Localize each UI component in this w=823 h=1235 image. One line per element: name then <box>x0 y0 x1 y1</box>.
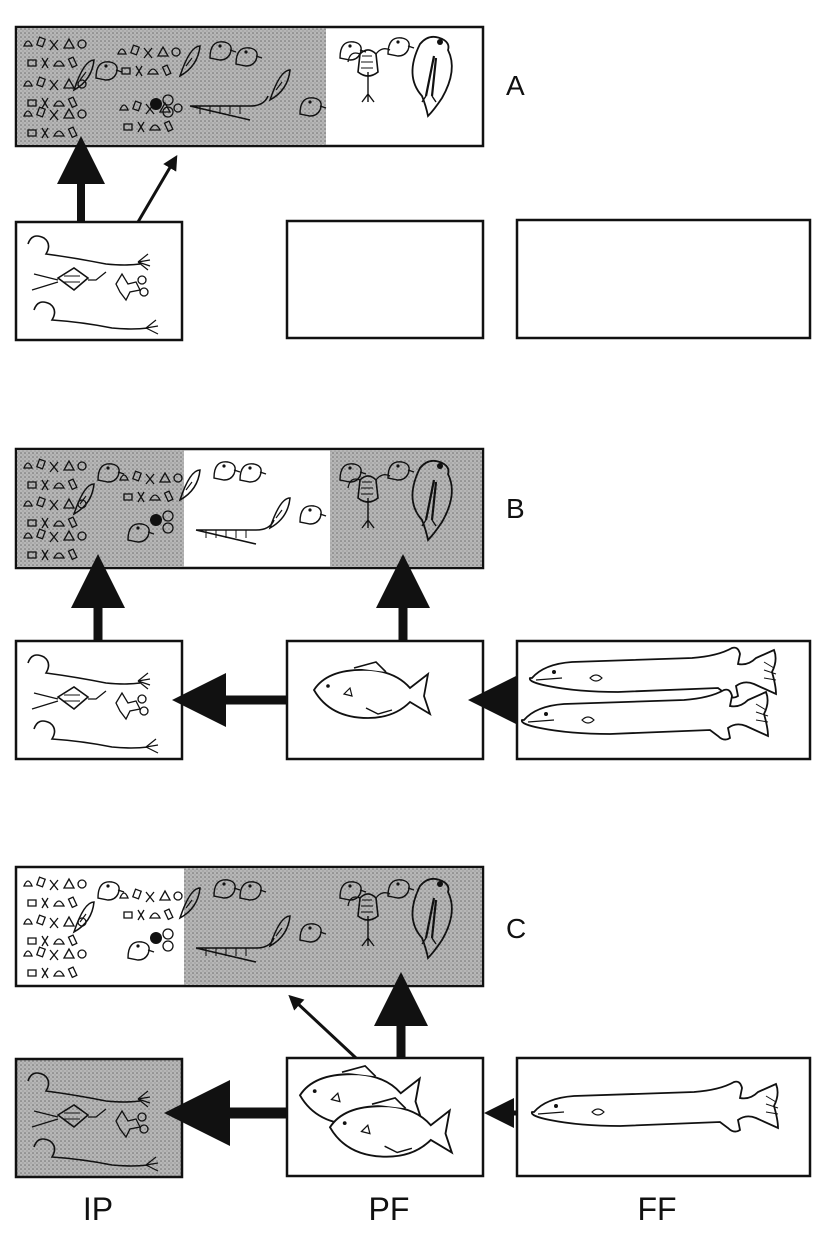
ff-box-c <box>515 1056 812 1178</box>
panel-label-b: B <box>506 493 525 524</box>
panel-label-c: C <box>506 913 526 944</box>
arrow-ip-to-strip-a-thin <box>136 154 178 223</box>
ff-box-b <box>515 639 812 761</box>
panel-a: A <box>14 25 812 342</box>
pf-box-a-empty <box>285 219 485 340</box>
panel-c: C <box>14 865 812 1179</box>
pf-box-b <box>285 639 485 761</box>
ip-box-c <box>14 1057 184 1179</box>
arrow-pf-to-strip-c-thin <box>288 994 358 1060</box>
column-label-ip: IP <box>83 1191 113 1227</box>
ip-box-a <box>14 220 184 342</box>
ip-box-b <box>14 639 184 761</box>
column-label-ff: FF <box>637 1191 676 1227</box>
plankton-strip-c <box>14 865 485 988</box>
column-label-pf: PF <box>369 1191 410 1227</box>
ff-box-a-empty <box>515 218 812 340</box>
panel-b: B <box>14 447 812 761</box>
panel-label-a: A <box>506 70 525 101</box>
pf-box-c <box>285 1056 485 1178</box>
plankton-strip-b <box>14 447 485 570</box>
plankton-strip-a <box>14 25 485 148</box>
